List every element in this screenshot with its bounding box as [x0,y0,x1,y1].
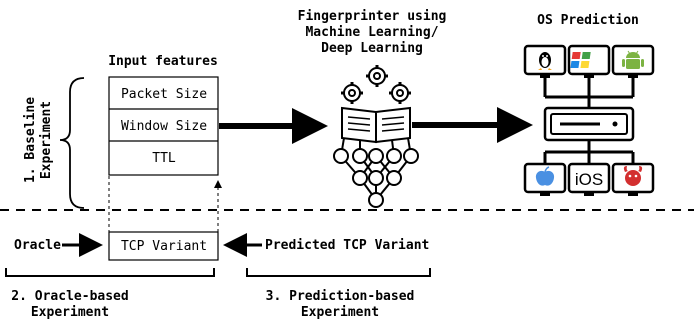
prediction-experiment-line2: Experiment [301,305,379,320]
monitor-linux [523,44,567,78]
windows-icon [570,52,591,68]
gear-icon [341,65,411,104]
os-prediction-label: OS Prediction [537,13,639,28]
network-lines [543,78,635,164]
baseline-experiment-label: 1. Baseline Experiment [23,97,54,183]
linux-icon [538,52,552,70]
fingerprinter-label-line1: Fingerprinter using [298,9,447,24]
monitor-windows [567,44,611,78]
monitor-android [611,44,655,78]
freebsd-icon [623,166,643,186]
apple-icon [535,166,555,186]
feature-window-size: Window Size [121,119,207,134]
monitor-ios: iOS [567,162,611,196]
prediction-experiment-line1: 3. Prediction-based [266,289,415,304]
neural-net-icon [333,137,419,208]
fingerprinter-label-line3: Deep Learning [321,41,423,56]
predicted-tcp-label: Predicted TCP Variant [265,238,429,253]
feature-packet-size: Packet Size [121,87,207,102]
android-icon [622,50,644,69]
tcp-variant-box [108,231,219,261]
oracle-label: Oracle [14,238,61,253]
feature-table: Packet Size Window Size TTL [108,76,219,176]
feature-ttl: TTL [152,151,176,166]
input-features-label: Input features [108,54,218,69]
prediction-experiment-label: 3. Prediction-based Experiment [266,289,415,320]
baseline-brace [59,77,85,209]
baseline-label-line1: 1. Baseline [23,97,38,183]
fingerprinter-label-line2: Machine Learning/ [305,25,438,40]
fingerprinter-label: Fingerprinter using Machine Learning/ De… [298,9,447,56]
oracle-bracket [5,268,215,277]
baseline-label-line2: Experiment [39,101,54,179]
ml-fingerprinter-icon [333,65,419,208]
oracle-experiment-line2: Experiment [31,305,109,320]
book-icon [341,106,411,144]
oracle-experiment-line1: 2. Oracle-based [11,289,128,304]
monitor-freebsd [611,162,655,196]
server-icon [543,106,635,142]
oracle-experiment-label: 2. Oracle-based Experiment [11,289,128,320]
tcp-variant-label: TCP Variant [121,239,207,254]
ios-icon: iOS [575,170,603,189]
monitor-apple [523,162,567,196]
prediction-bracket [246,268,431,277]
